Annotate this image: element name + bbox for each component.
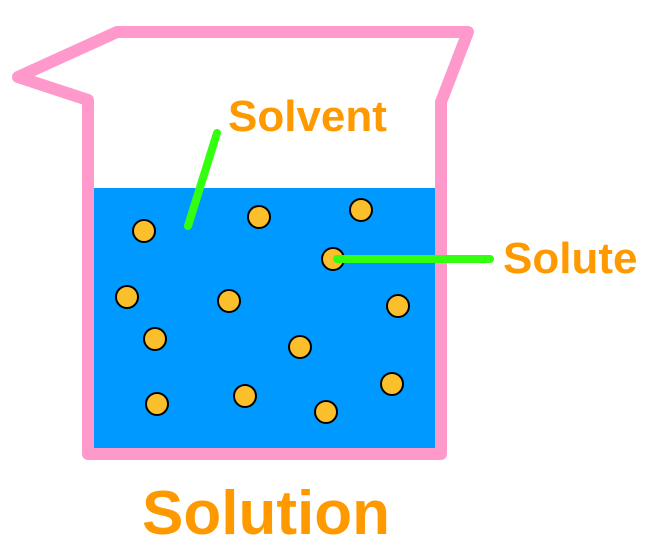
solvent-label: Solvent: [228, 92, 387, 141]
solute-particle: [349, 198, 373, 222]
beaker-outline: [12, 26, 474, 460]
solvent-pointer-line: [184, 129, 221, 230]
solute-particle: [217, 289, 241, 313]
solute-particle: [386, 294, 410, 318]
solute-label: Solute: [503, 234, 637, 283]
diagram-title: Solution: [142, 479, 390, 548]
solute-particle: [132, 219, 156, 243]
solute-particle: [247, 205, 271, 229]
solute-particle: [288, 335, 312, 359]
solute-particle: [314, 400, 338, 424]
solute-particle: [233, 384, 257, 408]
solute-particle: [380, 372, 404, 396]
solute-particle: [143, 327, 167, 351]
solute-particles: [115, 198, 410, 424]
solute-particle: [145, 392, 169, 416]
solute-particle: [115, 285, 139, 309]
